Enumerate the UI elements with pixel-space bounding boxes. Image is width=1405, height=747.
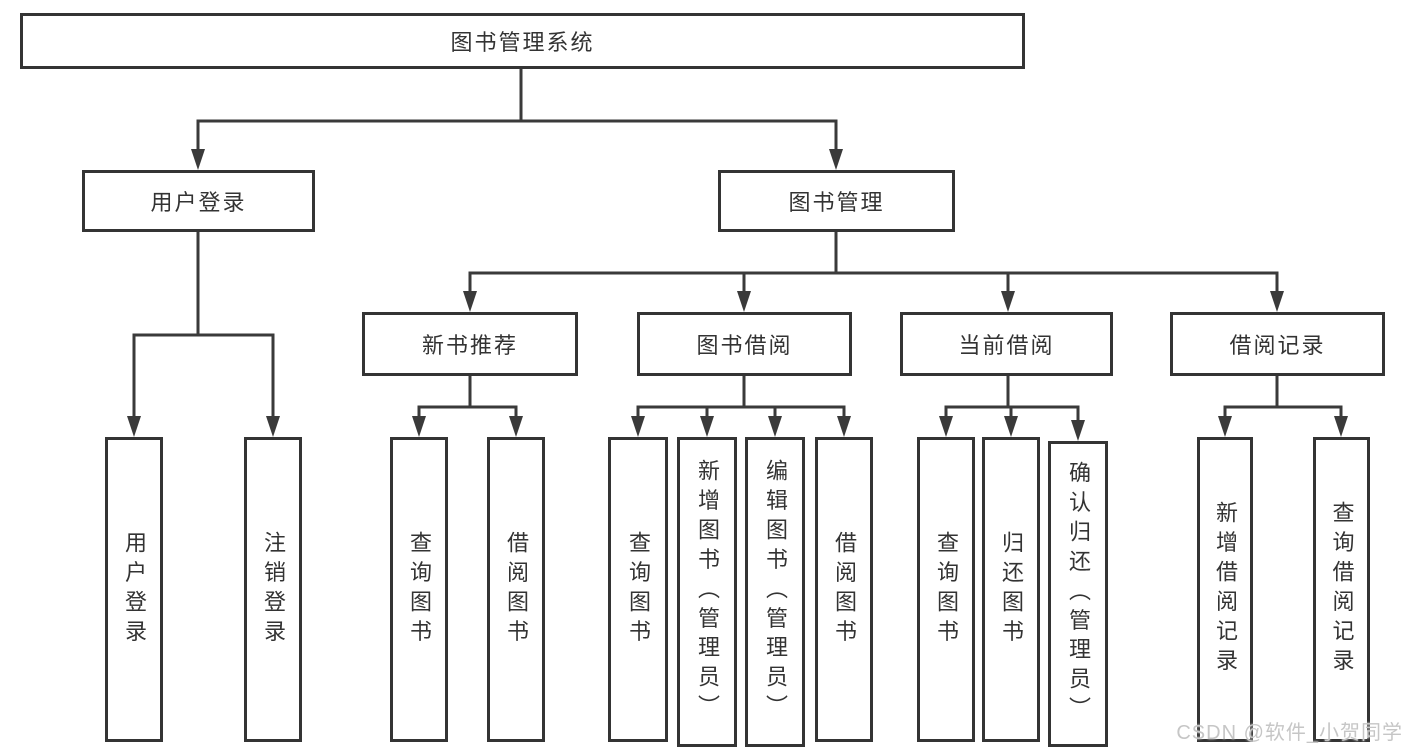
leaf-borrow-books-recommend: 借阅图书: [487, 437, 545, 742]
leaf-confirm-return-admin: 确认归还（管理员）: [1048, 441, 1108, 747]
leaf-label: 查询借阅记录: [1329, 501, 1355, 678]
node-borrow-records: 借阅记录: [1170, 312, 1385, 376]
node-label: 新书推荐: [421, 333, 518, 358]
node-current-borrow: 当前借阅: [900, 312, 1113, 376]
leaf-label: 新增借阅记录: [1213, 501, 1238, 678]
leaf-label: 查询图书: [934, 530, 959, 649]
node-label: 图书借阅: [696, 333, 793, 358]
leaf-label: 新增图书（管理员）: [695, 459, 720, 725]
node-book-management: 图书管理: [718, 170, 955, 232]
leaf-label: 注销登录: [261, 530, 286, 649]
node-label: 当前借阅: [958, 333, 1055, 358]
node-new-book-recommend: 新书推荐: [362, 312, 578, 376]
leaf-label: 查询图书: [626, 530, 651, 649]
leaf-label: 借阅图书: [504, 530, 529, 649]
leaf-edit-book-admin: 编辑图书（管理员）: [745, 437, 805, 747]
node-label: 图书管理系统: [450, 30, 595, 55]
leaf-query-borrow-record: 查询借阅记录: [1313, 437, 1370, 742]
leaf-query-books-recommend: 查询图书: [390, 437, 448, 742]
csdn-watermark: CSDN @软件_小贺同学: [1176, 722, 1403, 744]
leaf-user-login: 用户登录: [105, 437, 163, 742]
leaf-add-book-admin: 新增图书（管理员）: [677, 437, 737, 747]
node-book-borrow: 图书借阅: [637, 312, 852, 376]
leaf-label: 用户登录: [122, 530, 147, 649]
leaf-label: 归还图书: [999, 530, 1024, 649]
leaf-query-books-current: 查询图书: [917, 437, 975, 742]
leaf-label: 编辑图书（管理员）: [763, 459, 788, 725]
leaf-query-books-borrow: 查询图书: [608, 437, 668, 742]
leaf-add-borrow-record: 新增借阅记录: [1197, 437, 1253, 742]
leaf-label: 确认归还（管理员）: [1066, 461, 1091, 727]
leaf-label: 查询图书: [407, 530, 432, 649]
leaf-label: 借阅图书: [832, 530, 857, 649]
node-library-management-system: 图书管理系统: [20, 13, 1025, 69]
leaf-logout-login: 注销登录: [244, 437, 302, 742]
leaf-borrow-books: 借阅图书: [815, 437, 873, 742]
node-user-login: 用户登录: [82, 170, 315, 232]
leaf-return-book: 归还图书: [982, 437, 1040, 742]
node-label: 用户登录: [150, 190, 247, 215]
node-label: 借阅记录: [1229, 333, 1326, 358]
node-label: 图书管理: [788, 190, 885, 215]
